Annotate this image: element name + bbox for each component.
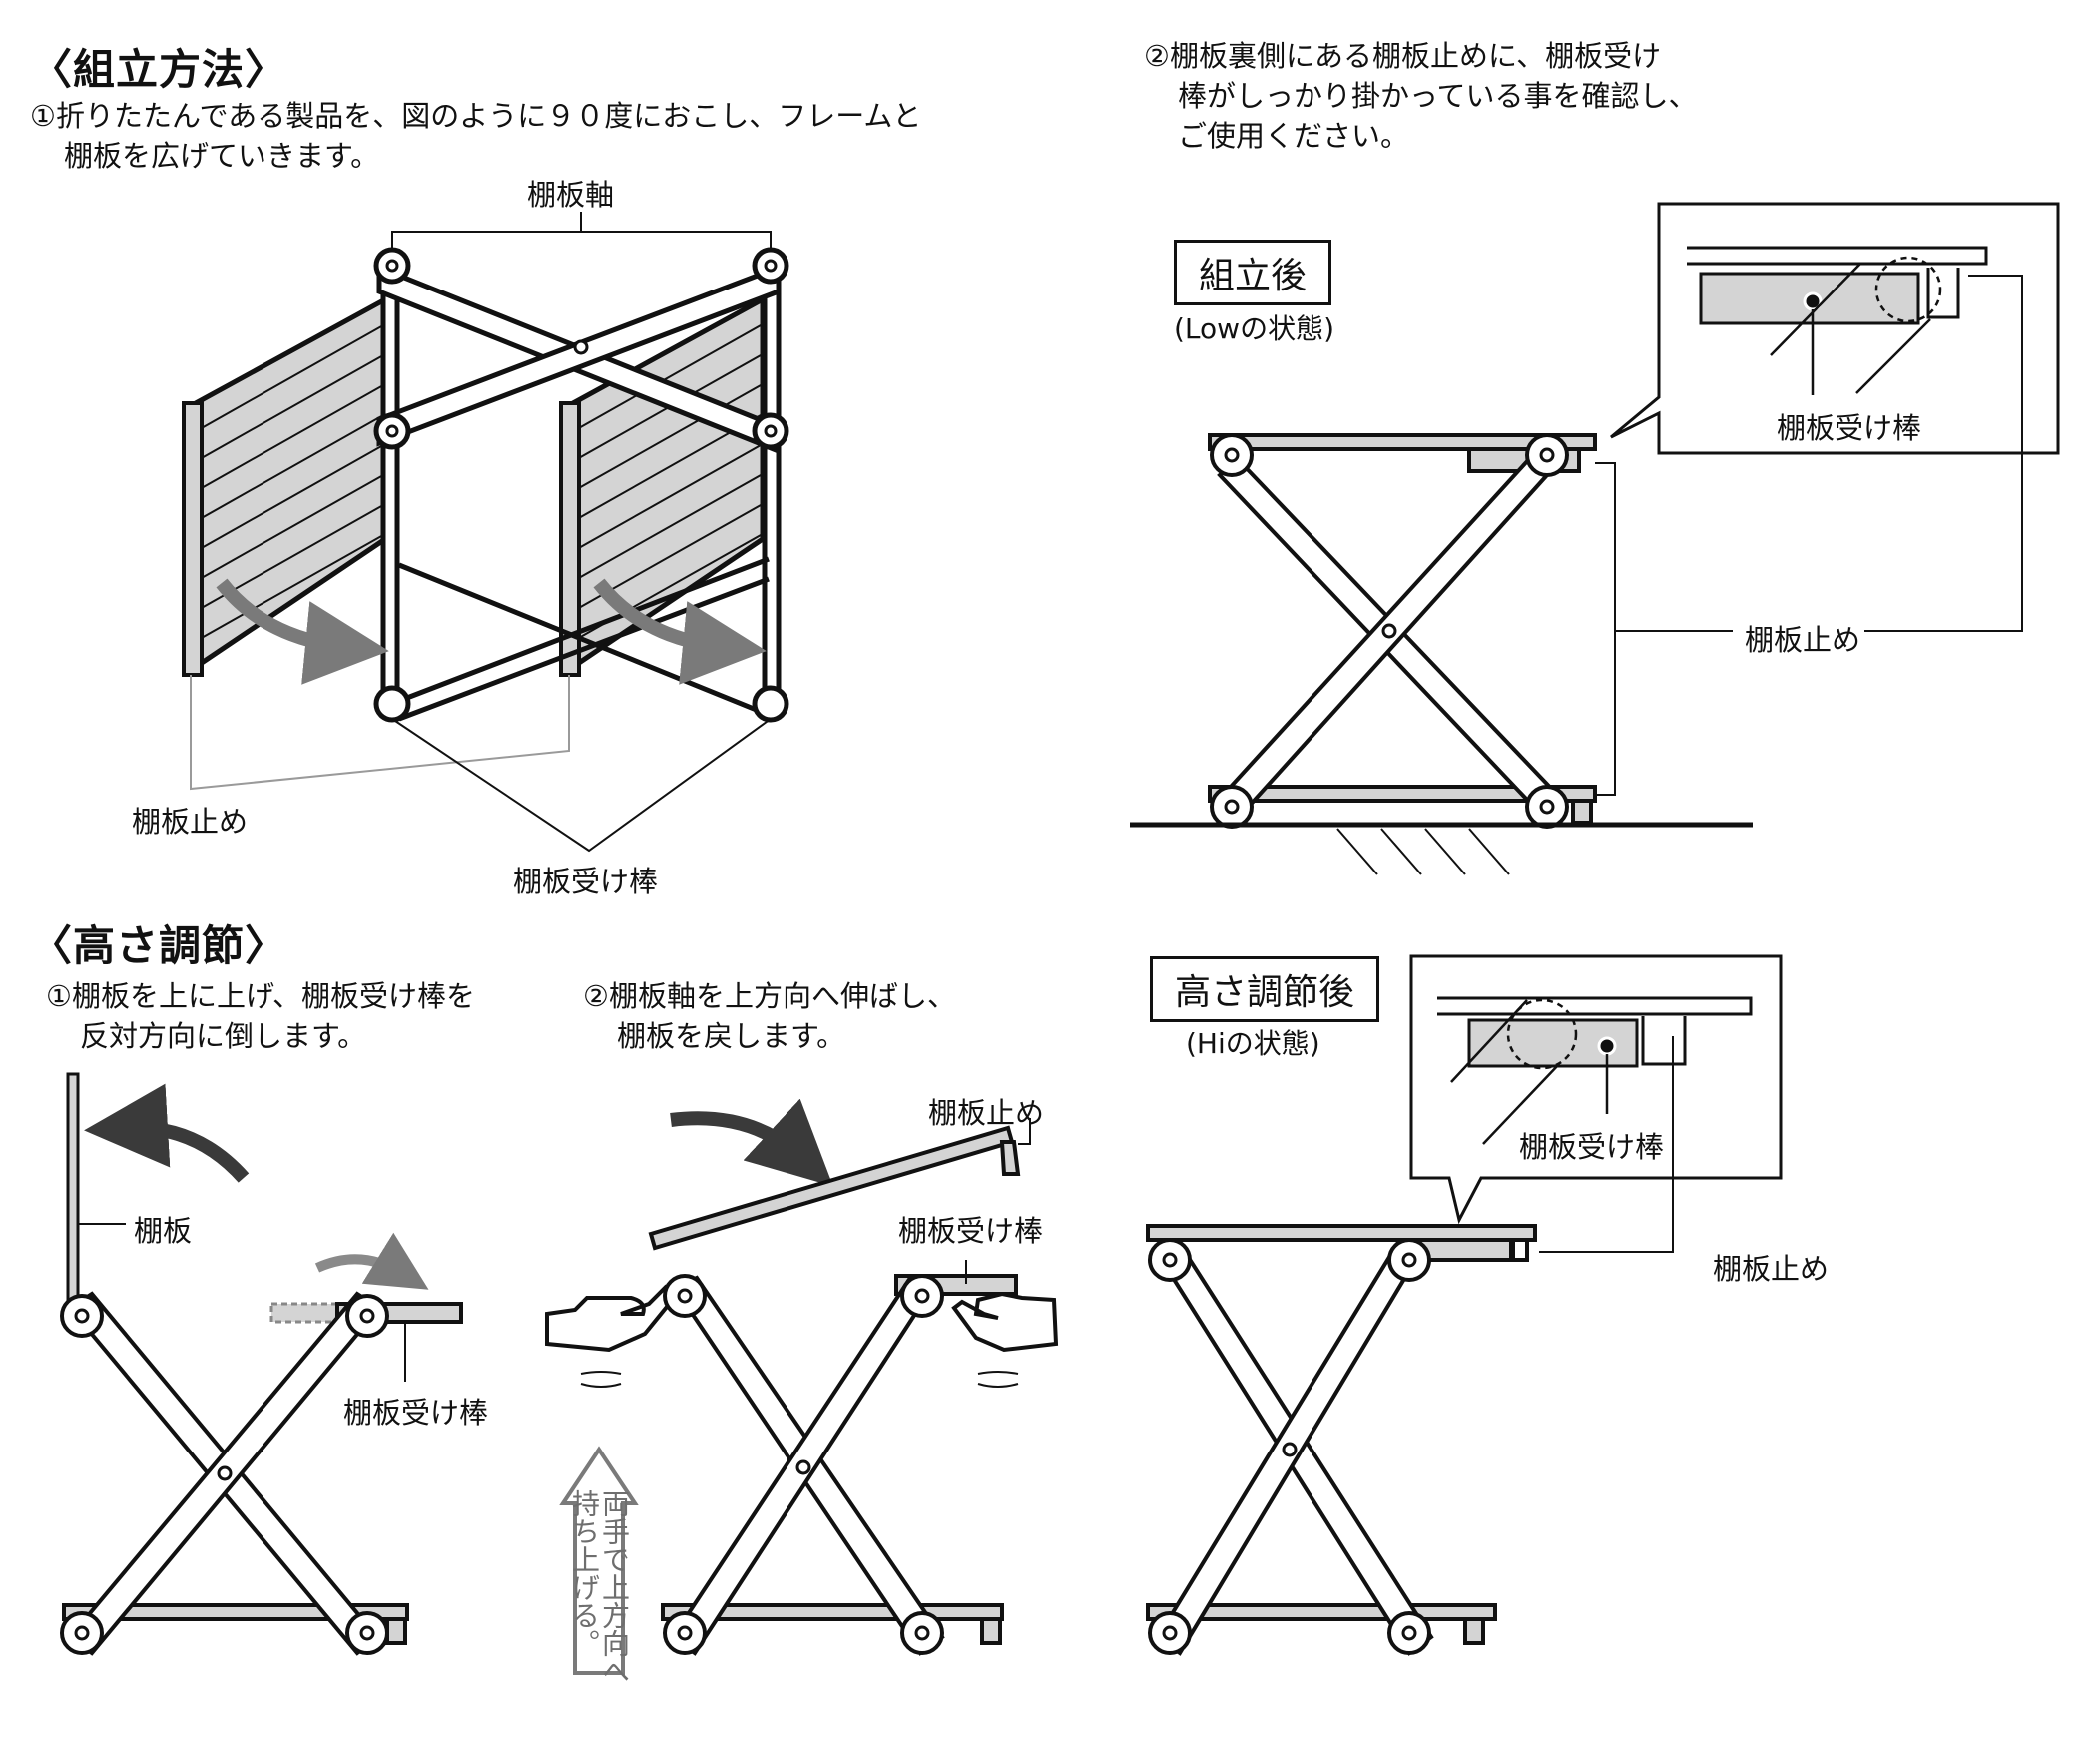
after-adjust-detail-label: 棚板受け棒 (1519, 1130, 1665, 1164)
height-step2-line2: 棚板を戻します。 (617, 1019, 846, 1053)
after-assembly-title: 組立後 (1174, 240, 1332, 305)
detail-callout-hi (1409, 954, 1783, 1225)
detail-callout-low (1610, 202, 2060, 455)
height-step2-line1: ②棚板軸を上方向へ伸ばし、 (583, 979, 956, 1013)
assembly-heading: 〈組立方法〉 (30, 45, 288, 94)
lower-shelf-arrow-icon (670, 1098, 833, 1187)
leader-shelf-axis (391, 231, 772, 258)
label-stopper-step2: 棚板止め (928, 1096, 1045, 1130)
left-shelf-panel (182, 294, 388, 677)
after-assembly-state: (Lowの状態) (1174, 312, 1334, 345)
left-hand-icon (545, 1284, 674, 1353)
flip-arrow-icon (314, 1232, 429, 1290)
height-step1-line2: 反対方向に倒します。 (80, 1019, 367, 1053)
top-arms (373, 247, 789, 723)
after-assembly-stopper-label: 棚板止め (1745, 623, 1861, 657)
stand-low (1130, 433, 1753, 875)
after-assembly-detail-label: 棚板受け棒 (1777, 411, 1922, 445)
after-adjust-stopper-label: 棚板止め (1713, 1252, 1830, 1286)
right-hand-icon (951, 1291, 1059, 1353)
lift-up-arrow-icon (559, 1446, 639, 1675)
figure-height-step2 (545, 1098, 1059, 1675)
height-adjust-heading: 〈高さ調節〉 (30, 921, 288, 970)
right-shelf-panel (559, 294, 766, 677)
lift-instruction-col2: 持ち上げる。 (568, 1489, 601, 1657)
detail-low-contents (1687, 246, 1988, 395)
label-support-bar-step2: 棚板受け棒 (898, 1214, 1044, 1248)
unfold-arrow-right-icon (593, 578, 767, 685)
figure-unfolding (182, 212, 789, 853)
height-step1-line1: ①棚板を上に上げ、棚板受け棒を (46, 979, 475, 1013)
assembly-step2-line1: ②棚板裏側にある棚板止めに、棚板受け (1144, 39, 1662, 73)
label-shelf: 棚板 (134, 1214, 193, 1248)
figure-height-step1 (60, 1072, 463, 1656)
label-shelf-support-bar: 棚板受け棒 (513, 865, 659, 898)
after-adjust-state: (Hiの状態) (1186, 1027, 1320, 1060)
leader-shelf-stopper (190, 675, 570, 791)
assembly-step2-line2: 棒がしっかり掛かっている事を確認し、 (1178, 79, 1698, 113)
figure-after-adjust (1146, 954, 1783, 1656)
figure-after-assembly (1130, 202, 2060, 875)
lift-instruction-col1: 両手で上方向へ (598, 1489, 631, 1685)
unfold-arrow-left-icon (216, 578, 389, 685)
floor-hatch (1336, 828, 1510, 875)
label-shelf-stopper: 棚板止め (132, 805, 249, 839)
detail-hi-contents (1437, 996, 1753, 1253)
leader-support-bar (391, 718, 772, 853)
raised-shelf (66, 1072, 80, 1304)
assembly-step2-line3: ご使用ください。 (1178, 119, 1410, 153)
shake-lines (580, 1371, 1019, 1388)
after-adjust-title: 高さ調節後 (1150, 956, 1380, 1022)
label-support-bar-step1: 棚板受け棒 (343, 1396, 489, 1430)
label-shelf-axis: 棚板軸 (527, 178, 615, 212)
assembly-step1-line1: ①折りたたんである製品を、図のように９０度におこし、フレームと (30, 99, 922, 133)
assembly-step1-line2: 棚板を広げていきます。 (64, 139, 380, 173)
raise-arrow-icon (84, 1083, 250, 1183)
